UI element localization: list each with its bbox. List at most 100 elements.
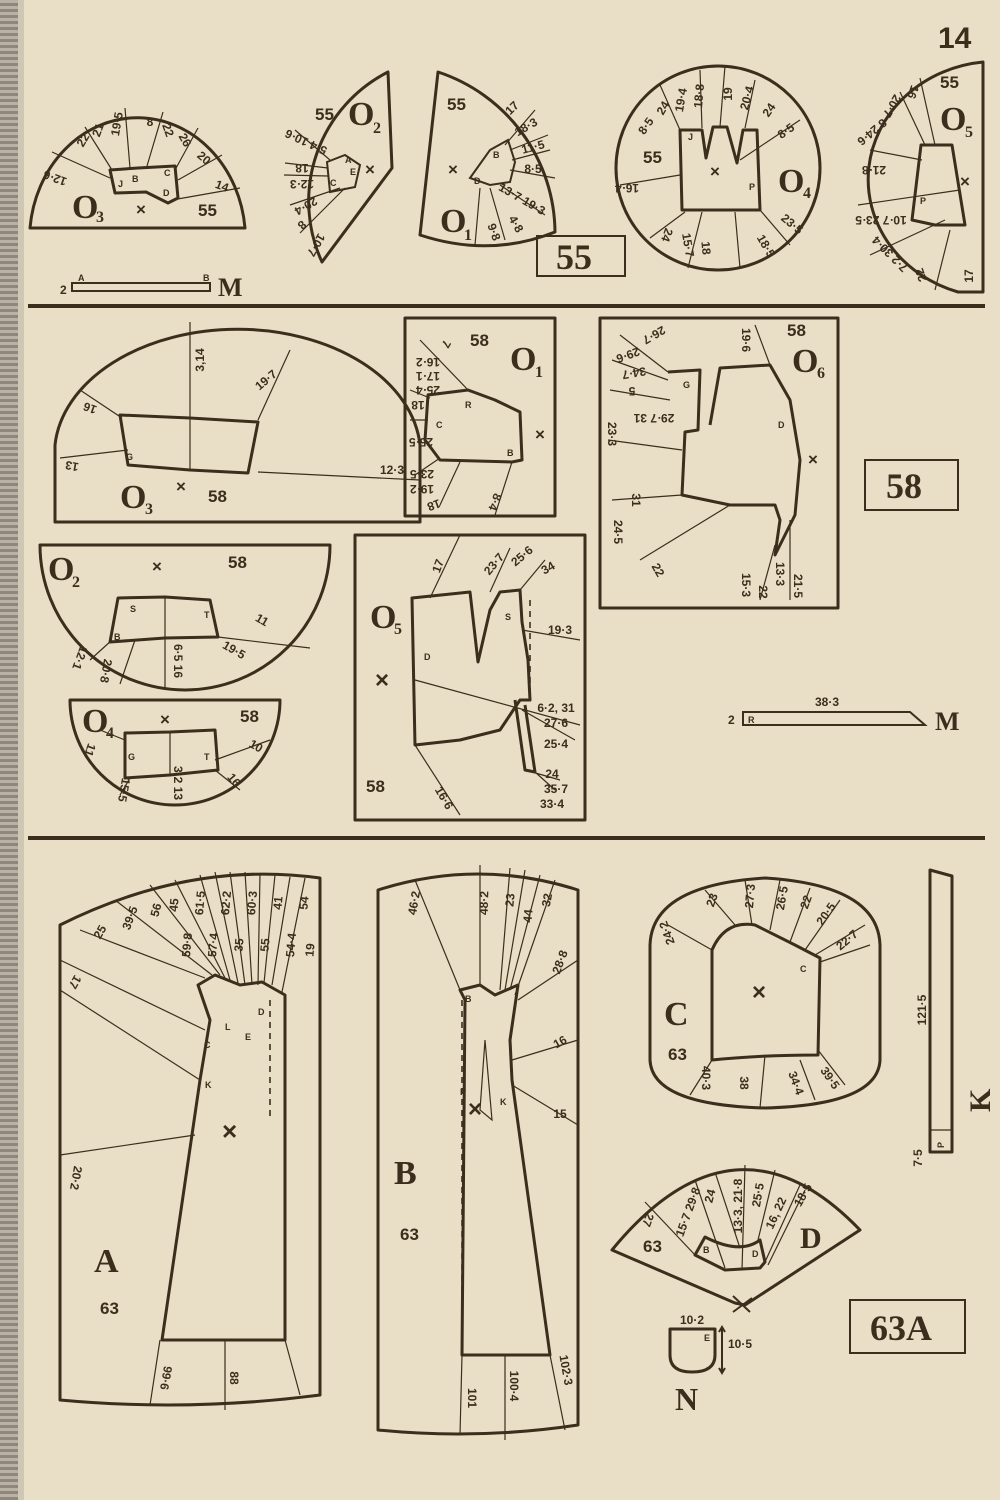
pattern-label: 19·3	[548, 623, 572, 637]
pattern-outline	[53, 327, 422, 524]
pattern-outline	[376, 872, 580, 1436]
pattern-label: 25·4	[416, 383, 440, 397]
pattern-label: B	[507, 448, 514, 458]
pattern-label: 6	[817, 365, 825, 382]
cross-mark: ×	[710, 162, 720, 181]
pattern-label: O	[440, 203, 466, 240]
pattern-label: 20·8	[97, 658, 115, 684]
pattern-label: 32	[539, 892, 555, 908]
pattern-label: O	[120, 479, 146, 516]
pattern-label: 58	[787, 321, 806, 340]
pattern-label: 35	[231, 937, 246, 952]
pattern-label: 22	[159, 121, 177, 139]
pattern-label: 19·5	[108, 111, 126, 137]
pattern-label: G	[683, 380, 690, 390]
pattern-label: 4	[106, 725, 114, 742]
pattern-label: 41	[270, 895, 285, 910]
pattern-outline	[108, 595, 220, 644]
pattern-label: E	[350, 167, 356, 177]
pattern-label: N	[675, 1381, 698, 1417]
pattern-label: C	[664, 996, 689, 1033]
pattern-label: 23	[502, 892, 517, 907]
pattern-label: 48·2	[477, 890, 492, 915]
pattern-label: 23·5	[778, 211, 806, 237]
pattern-label: K	[964, 1088, 997, 1112]
pattern-label: 58	[208, 487, 227, 506]
pattern-label: 56	[148, 901, 165, 918]
pattern-label: 34	[539, 558, 558, 577]
pattern-outline	[619, 65, 801, 269]
pattern-label: 25·5	[409, 435, 433, 449]
pattern-label: 60·3	[244, 890, 260, 915]
pattern-label: 26·7	[640, 323, 668, 347]
pattern-label: R	[465, 400, 472, 410]
pattern-label: 55	[556, 237, 592, 277]
pattern-outline	[283, 129, 346, 234]
pattern-label: M	[218, 273, 243, 302]
pattern-label: 28·8	[549, 948, 570, 976]
cross-mark: ×	[136, 200, 146, 219]
pattern-label: 24·5	[611, 520, 625, 544]
size-box-63a: 63A	[849, 1299, 966, 1354]
pattern-label: 55	[447, 95, 466, 114]
pattern-label: 35·7	[544, 782, 568, 796]
pattern-label: 20·5	[813, 900, 838, 928]
pattern-label: D	[778, 420, 785, 430]
pattern-label: J	[688, 132, 693, 142]
pattern-outline	[71, 282, 211, 292]
pattern-label: T	[204, 610, 210, 620]
pattern-outline	[598, 316, 840, 610]
size-box-58: 58	[864, 459, 959, 511]
pattern-label: 58	[886, 466, 922, 506]
pattern-label: 20·4	[737, 84, 757, 111]
pattern-label: 55	[643, 148, 662, 167]
pattern-label: 55	[315, 105, 334, 124]
pattern-outline	[51, 107, 241, 201]
pattern-label: 15·3	[739, 573, 753, 597]
pattern-label: 12·3	[290, 177, 314, 191]
pattern-label: 34·7	[621, 364, 647, 382]
pattern-label: 2	[72, 574, 80, 591]
pattern-label: 22	[756, 585, 770, 599]
pattern-outline	[160, 973, 287, 1342]
pattern-label: L	[225, 1022, 231, 1032]
pattern-label: 19·2	[410, 482, 434, 496]
pattern-label: 21	[89, 121, 107, 139]
pattern-outline	[58, 872, 322, 1407]
pattern-label: 1	[464, 227, 472, 244]
pattern-label: 58	[228, 553, 247, 572]
pattern-label: 16	[551, 1032, 570, 1051]
pattern-label: 13·7 19·3	[496, 180, 548, 218]
pattern-label: 12·6	[41, 167, 69, 188]
pattern-label: C	[164, 168, 171, 178]
pattern-label: 7·5	[911, 1149, 925, 1167]
pattern-outline	[667, 363, 802, 557]
pattern-label: 2	[728, 713, 735, 727]
pattern-label: 20·4	[292, 194, 320, 218]
pattern-label: 18	[425, 496, 443, 514]
pattern-label: E	[245, 1032, 251, 1042]
scale-bar-size55: 2 A B M	[60, 273, 243, 302]
pattern-label: 23·5	[410, 467, 434, 481]
pattern-label: D	[163, 188, 170, 198]
pattern-label: O	[348, 96, 374, 133]
pattern-label: 24	[654, 98, 673, 117]
pattern-outline	[610, 1168, 862, 1307]
pattern-label: 25	[91, 922, 110, 941]
cross-mark: ×	[176, 477, 186, 496]
pattern-label: 16·4	[615, 181, 639, 195]
piece-b-size63: B 63 × BPK 46·2 48·2 23 44 32 28·8 16 15…	[376, 865, 580, 1440]
pattern-label: R	[748, 715, 755, 725]
pattern-label: 24	[702, 1187, 719, 1204]
pattern-outline	[89, 597, 311, 688]
pattern-label: 46·2	[405, 890, 423, 916]
pattern-label: 33·4	[540, 797, 564, 811]
pattern-label: 63A	[870, 1308, 932, 1348]
pattern-label: D	[752, 1249, 759, 1259]
pattern-label: 24	[545, 767, 559, 781]
pattern-label: 38	[737, 1076, 751, 1090]
pattern-label: 3	[145, 501, 153, 518]
pattern-label: D	[258, 1007, 265, 1017]
